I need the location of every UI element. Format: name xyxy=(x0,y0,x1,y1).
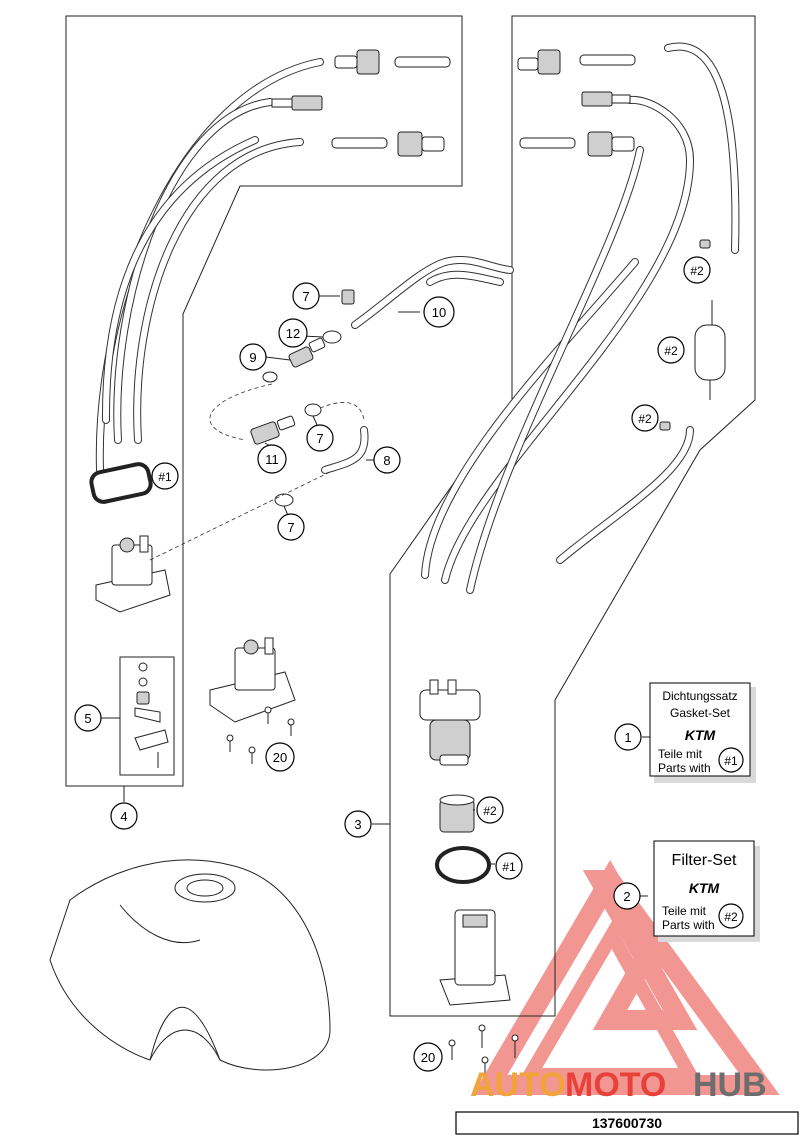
fuel-filter xyxy=(694,300,726,400)
gasket-set-ref: #1 xyxy=(724,754,738,768)
diagram-code-box: 137600730 xyxy=(455,1111,799,1135)
callout-hash2-sleeve-label: #2 xyxy=(483,804,497,818)
group-frame-3 xyxy=(389,15,756,1017)
filter-set-brand-logo: KTM xyxy=(689,880,720,896)
dash-line-pump-hose xyxy=(149,471,331,561)
callout-7-mid-label: 7 xyxy=(316,431,323,446)
group-frame-4 xyxy=(65,15,463,787)
callout-7-top: 7 xyxy=(292,282,320,310)
callout-8: 8 xyxy=(373,446,401,474)
fuel-tank xyxy=(49,859,331,1071)
callout-1-label: 1 xyxy=(624,730,631,745)
filter-set-line2: Parts with xyxy=(662,918,715,932)
filter-set-ref: #2 xyxy=(724,910,738,924)
callout-hash1-left-label: #1 xyxy=(158,470,172,484)
callout-4-label: 4 xyxy=(120,809,127,824)
callout-10: 10 xyxy=(423,296,455,328)
connector-11 xyxy=(250,415,296,445)
pump-module-spare xyxy=(209,637,296,723)
hose-8 xyxy=(321,426,369,474)
callout-7-top-label: 7 xyxy=(302,289,309,304)
clamp-7d xyxy=(274,493,294,507)
pump-housing xyxy=(439,909,511,1006)
watermark-part-1: AUTO xyxy=(470,1066,566,1104)
callout-hash2-top-label: #2 xyxy=(690,264,704,278)
callout-11-label: 11 xyxy=(265,452,279,467)
watermark-part-2: MOTO xyxy=(565,1066,666,1104)
dash-line-9-11 xyxy=(209,383,273,441)
clamp-7c xyxy=(304,403,322,417)
callout-5-label: 5 xyxy=(84,711,91,726)
callout-8-label: 8 xyxy=(383,453,390,468)
kit-parts-5 xyxy=(134,662,169,768)
gasket-right xyxy=(435,846,491,884)
plug-connector-right xyxy=(581,91,631,107)
callout-3-label: 3 xyxy=(354,817,361,832)
kit-frame-5 xyxy=(119,656,175,776)
callout-20-lower: 20 xyxy=(413,1042,443,1072)
callout-4: 4 xyxy=(110,802,138,830)
clamp-7a xyxy=(341,289,355,305)
callout-hash2-filter: #2 xyxy=(657,336,685,364)
callout-11: 11 xyxy=(257,444,287,474)
filter-set-line1: Teile mit xyxy=(662,904,707,918)
right-hose-bundle xyxy=(421,42,740,594)
pump-module-left xyxy=(95,535,171,613)
screws-20-lower xyxy=(448,1024,519,1080)
filter-set-title: Filter-Set xyxy=(672,852,737,869)
callout-20-lower-label: 20 xyxy=(421,1050,435,1065)
callout-9: 9 xyxy=(239,343,267,371)
callout-2-label: 2 xyxy=(623,889,630,904)
callout-5: 5 xyxy=(74,704,102,732)
screws-20-upper xyxy=(226,706,295,764)
gasket-set-line2: Parts with xyxy=(658,761,711,775)
callout-hash2-top: #2 xyxy=(683,256,711,284)
callout-10-label: 10 xyxy=(432,305,446,320)
quick-connector-top-left xyxy=(334,49,451,75)
quick-connector-mid-left xyxy=(331,131,445,157)
hose-10 xyxy=(351,255,514,329)
dash-line-7-8 xyxy=(319,402,365,421)
filter-clip-upper xyxy=(699,239,711,249)
gasket-set-line1: Teile mit xyxy=(658,747,703,761)
left-hose-bundle xyxy=(95,58,324,474)
callout-7-bottom-label: 7 xyxy=(287,520,294,535)
watermark-text: AUTO MOTO HUB xyxy=(470,1066,767,1104)
callout-hash1-right-label: #1 xyxy=(502,860,516,874)
watermark-part-3: HUB xyxy=(693,1066,767,1104)
callout-hash2-clip: #2 xyxy=(631,404,659,432)
callout-hash1-right: #1 xyxy=(495,852,523,880)
gasket-set-title-de: Dichtungssatz xyxy=(662,689,737,703)
callout-1: 1 xyxy=(614,723,642,751)
plug-connector-left xyxy=(271,95,323,111)
callout-3: 3 xyxy=(344,810,372,838)
callout-7-bottom: 7 xyxy=(277,513,305,541)
callout-12-label: 12 xyxy=(286,326,300,341)
diagram-code: 137600730 xyxy=(592,1115,662,1131)
callout-hash2-sleeve: #2 xyxy=(476,796,504,824)
callout-9-label: 9 xyxy=(249,350,256,365)
check-valve-12 xyxy=(288,337,326,368)
callout-12: 12 xyxy=(278,318,308,348)
callout-hash1-left: #1 xyxy=(151,462,179,490)
callout-hash2-clip-label: #2 xyxy=(638,412,652,426)
gasket-set-brand-logo: KTM xyxy=(685,727,716,743)
quick-connector-top-right xyxy=(517,49,636,75)
callout-20-upper: 20 xyxy=(265,742,295,772)
fuel-pump-assembly xyxy=(419,679,481,766)
callout-20-upper-label: 20 xyxy=(273,750,287,765)
gasket-left xyxy=(89,462,153,504)
o-ring-9 xyxy=(262,371,278,383)
pump-filter-sleeve xyxy=(439,794,475,833)
gasket-set-box: Dichtungssatz Gasket-Set KTM Teile mit P… xyxy=(649,682,756,783)
gasket-set-title-en: Gasket-Set xyxy=(670,706,731,720)
clamp-7b xyxy=(322,330,342,344)
callout-hash2-filter-label: #2 xyxy=(664,344,678,358)
quick-connector-mid-right xyxy=(519,131,635,157)
callout-2: 2 xyxy=(613,882,641,910)
filter-set-box: Filter-Set KTM Teile mit Parts with #2 xyxy=(653,840,760,942)
callout-7-mid: 7 xyxy=(306,424,334,452)
filter-clip-lower xyxy=(659,421,671,431)
